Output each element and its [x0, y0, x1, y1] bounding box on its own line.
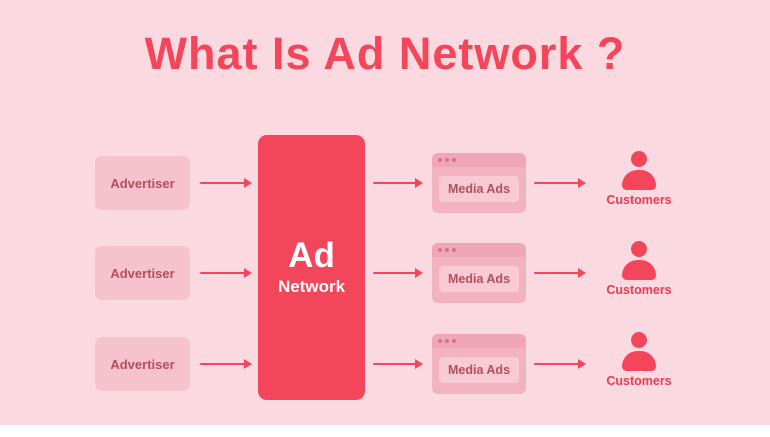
person-icon — [620, 332, 658, 372]
advertiser-label: Advertiser — [110, 175, 175, 191]
media-ads-box: Media Ads — [432, 334, 526, 394]
customer: Customers — [598, 151, 680, 211]
media-ads-chip: Media Ads — [439, 357, 519, 383]
arrow-right-icon — [200, 178, 252, 188]
browser-dot-icon — [452, 158, 456, 162]
advertiser-box: Advertiser — [95, 156, 190, 210]
customer: Customers — [598, 241, 680, 301]
browser-header — [432, 243, 526, 257]
media-ads-chip: Media Ads — [439, 176, 519, 202]
browser-header — [432, 153, 526, 167]
arrow-right-icon — [534, 178, 586, 188]
ad-network-box: Ad Network — [258, 135, 365, 400]
arrow-right-icon — [534, 359, 586, 369]
customer-label: Customers — [606, 374, 672, 388]
browser-dot-icon — [452, 248, 456, 252]
customer: Customers — [598, 332, 680, 392]
ad-network-title: Ad — [288, 236, 335, 276]
arrow-right-icon — [373, 178, 423, 188]
browser-dot-icon — [438, 158, 442, 162]
bottom-strip — [0, 425, 770, 437]
media-ads-label: Media Ads — [447, 182, 511, 196]
browser-dot-icon — [438, 339, 442, 343]
browser-dot-icon — [445, 248, 449, 252]
media-ads-chip: Media Ads — [439, 266, 519, 292]
arrow-right-icon — [373, 359, 423, 369]
arrow-right-icon — [534, 268, 586, 278]
arrow-right-icon — [373, 268, 423, 278]
customer-label: Customers — [606, 283, 672, 297]
advertiser-label: Advertiser — [110, 265, 175, 281]
person-icon — [620, 241, 658, 281]
media-ads-box: Media Ads — [432, 153, 526, 213]
customer-label: Customers — [606, 193, 672, 207]
browser-header — [432, 334, 526, 348]
advertiser-box: Advertiser — [95, 246, 190, 300]
browser-dot-icon — [452, 339, 456, 343]
media-ads-label: Media Ads — [447, 272, 511, 286]
media-ads-label: Media Ads — [447, 363, 511, 377]
arrow-right-icon — [200, 359, 252, 369]
browser-dot-icon — [438, 248, 442, 252]
advertiser-label: Advertiser — [110, 356, 175, 372]
page-title: What Is Ad Network ? — [144, 28, 626, 79]
advertiser-box: Advertiser — [95, 337, 190, 391]
browser-dot-icon — [445, 158, 449, 162]
person-icon — [620, 151, 658, 191]
ad-network-subtitle: Network — [277, 276, 346, 296]
media-ads-box: Media Ads — [432, 243, 526, 303]
arrow-right-icon — [200, 268, 252, 278]
browser-dot-icon — [445, 339, 449, 343]
